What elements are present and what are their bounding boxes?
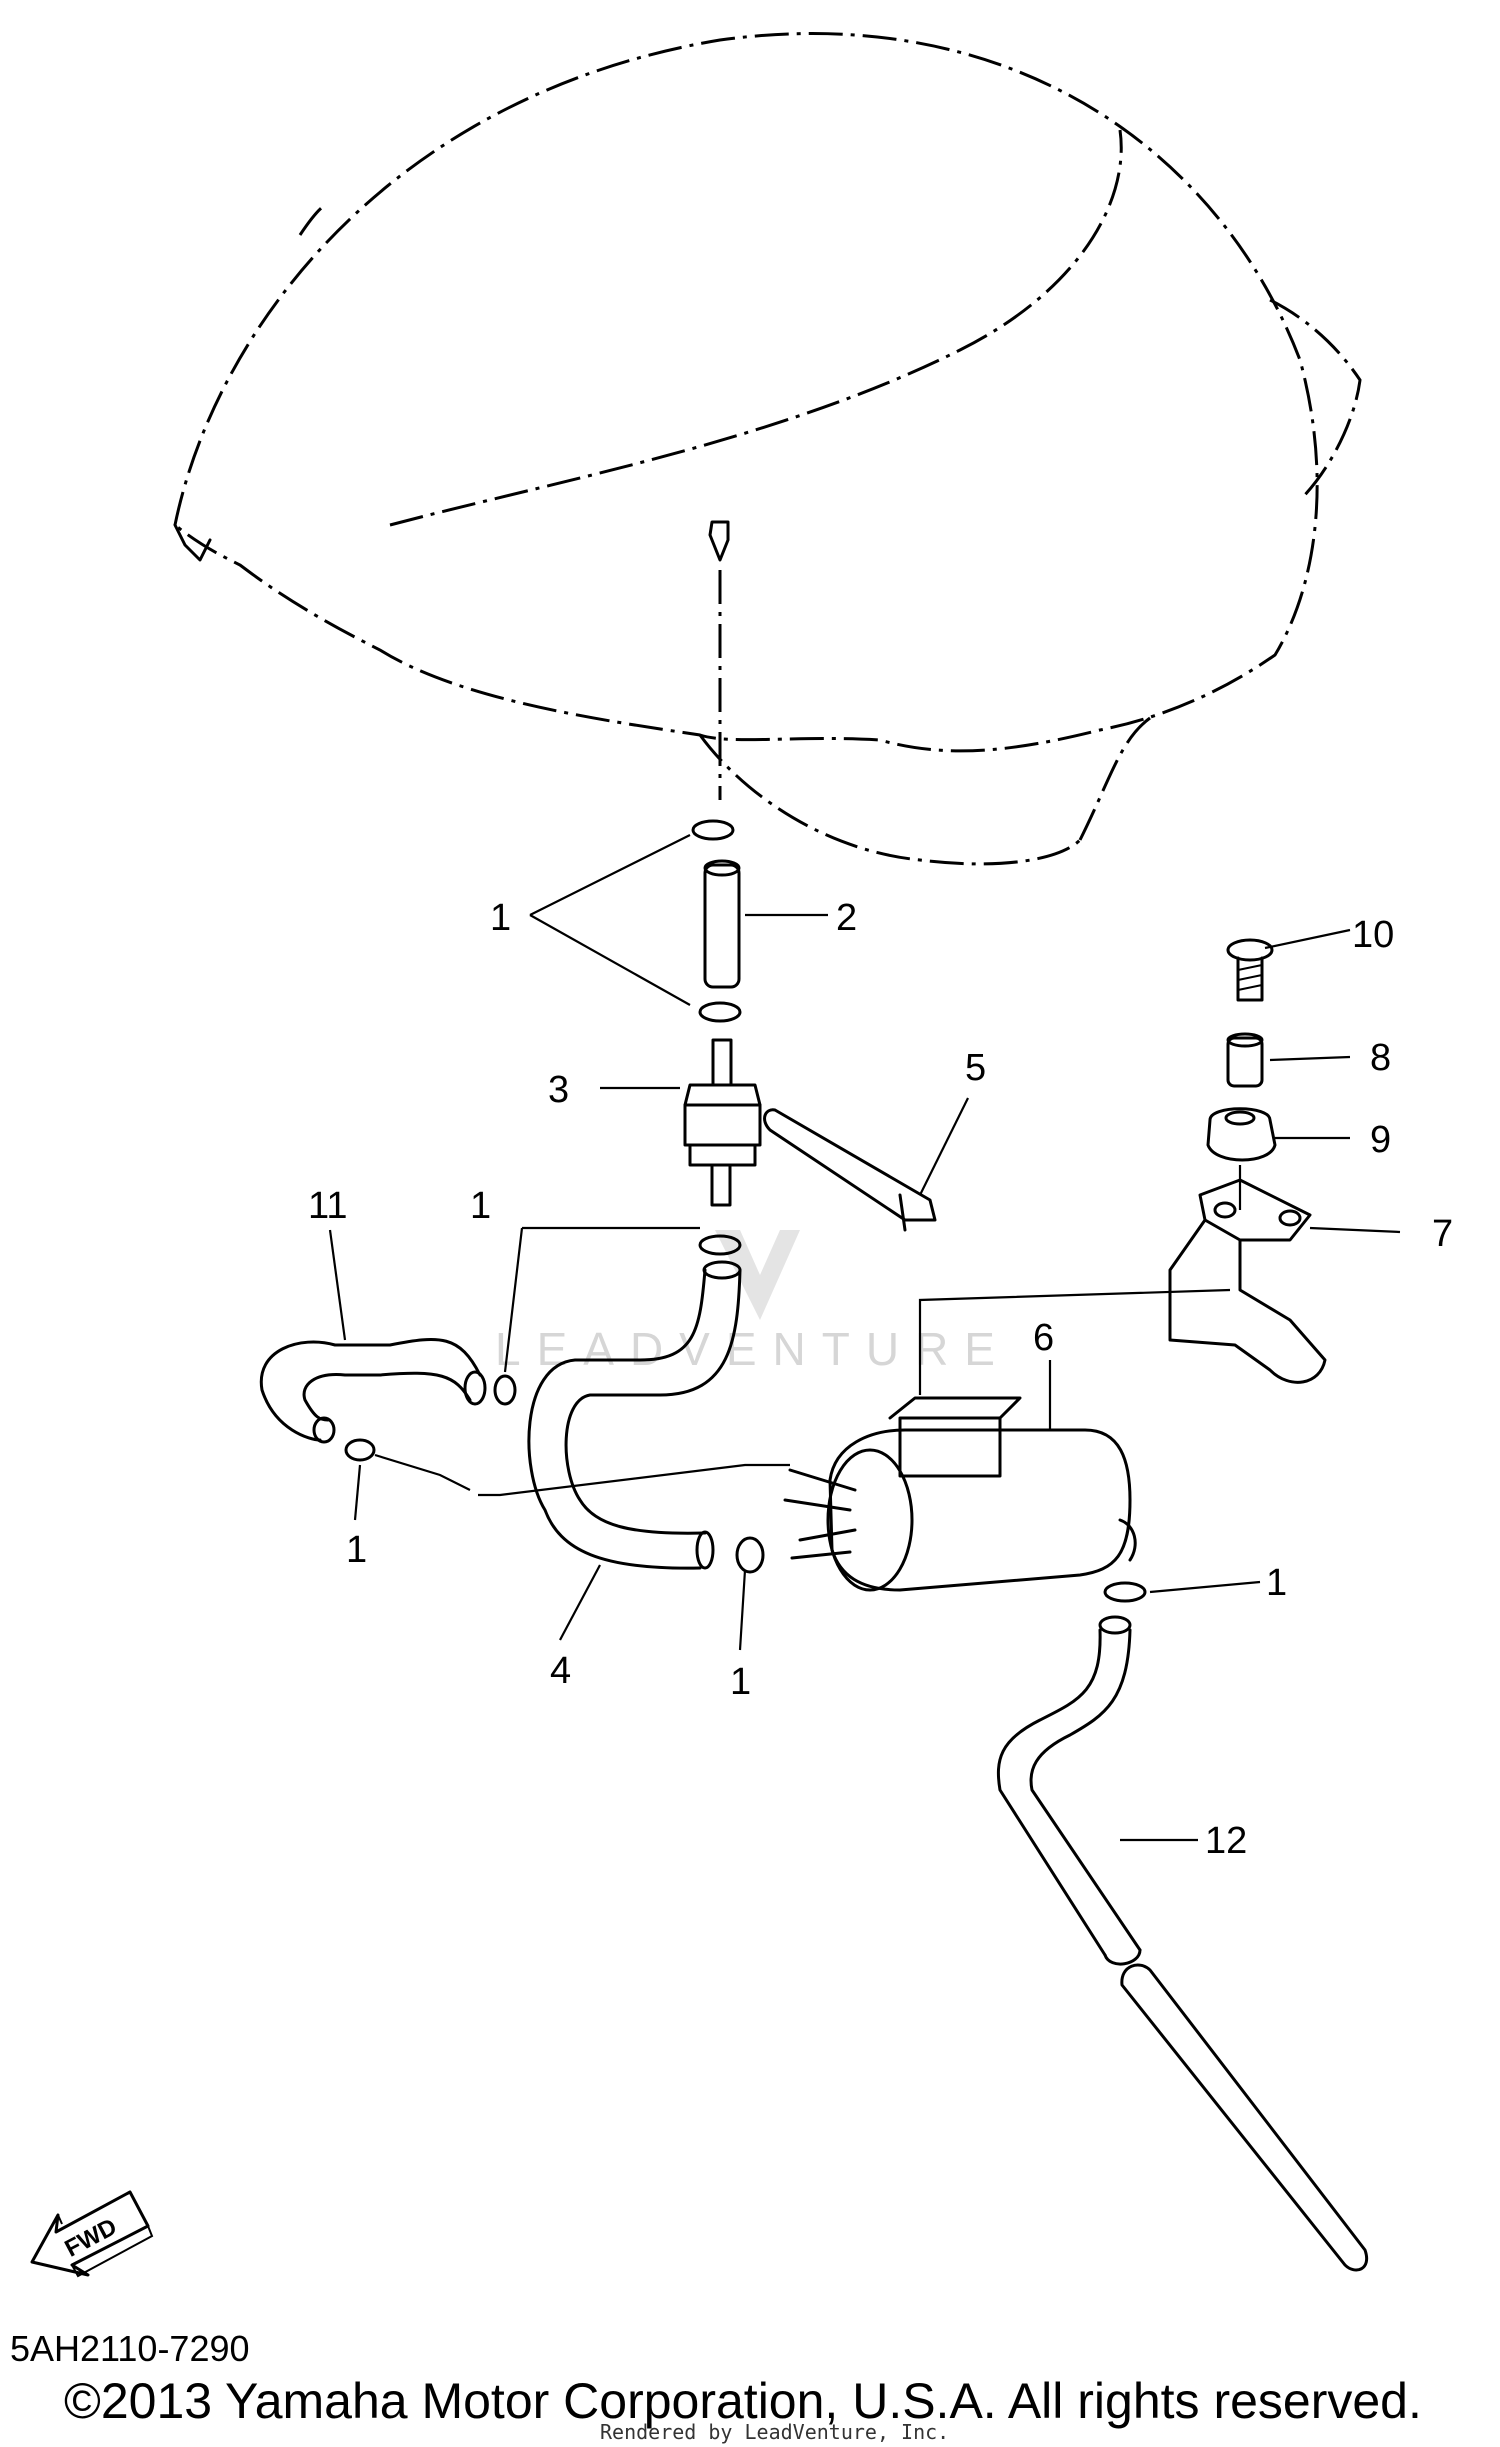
callout-4: 4 — [550, 1650, 571, 1692]
callout-9: 9 — [1370, 1119, 1391, 1161]
clip-top — [691, 819, 735, 841]
watermark-logo-icon — [715, 1230, 800, 1320]
callout-1-left: 1 — [346, 1529, 367, 1571]
watermark: LEADVENTURE — [495, 1230, 1011, 1375]
clip-right — [1103, 1581, 1147, 1603]
leader-lines — [328, 834, 1401, 1842]
clip-parts — [344, 819, 1147, 1603]
band-part — [763, 1108, 937, 1232]
fwd-arrow-icon: FWD — [30, 2190, 154, 2278]
bolt-head — [1226, 938, 1274, 962]
bracket-part — [1168, 1178, 1327, 1384]
callout-8: 8 — [1370, 1037, 1391, 1079]
copyright-notice: ©2013 Yamaha Motor Corporation, U.S.A. A… — [64, 2373, 1422, 2429]
clip-center-lower — [735, 1536, 765, 1574]
callout-6: 6 — [1033, 1317, 1054, 1359]
fuel-tank-outline — [173, 32, 1362, 866]
hose-part-4 — [527, 1260, 742, 1570]
callout-10: 10 — [1352, 914, 1394, 956]
short-hose-part — [703, 859, 741, 989]
mounting-hardware — [1206, 938, 1277, 1210]
callout-3: 3 — [548, 1069, 569, 1111]
callout-1-mid: 1 — [470, 1185, 491, 1227]
callout-1-center: 1 — [730, 1661, 751, 1703]
part-code: 5AH2110-7290 — [10, 2328, 250, 2369]
hose-part-11 — [259, 1338, 487, 1444]
callout-labels: 1 2 3 5 1 11 6 10 8 9 7 1 4 1 1 12 — [308, 897, 1453, 1862]
fuel-filter-part — [683, 1038, 762, 1207]
clip-middle — [698, 1234, 742, 1256]
canister-part — [783, 1396, 1137, 1592]
callout-11: 11 — [308, 1185, 347, 1227]
clip-left-lower — [344, 1438, 376, 1462]
callout-7: 7 — [1432, 1213, 1453, 1255]
rendered-by-note: Rendered by LeadVenture, Inc. — [600, 2420, 950, 2444]
watermark-text: LEADVENTURE — [495, 1323, 1011, 1375]
clip-left-hose — [493, 1374, 517, 1406]
callout-1-right: 1 — [1266, 1562, 1287, 1604]
callout-12: 12 — [1205, 1820, 1247, 1862]
callout-1-top: 1 — [490, 897, 511, 939]
collar — [1226, 1036, 1264, 1088]
callout-5: 5 — [965, 1047, 986, 1089]
callout-2: 2 — [836, 897, 857, 939]
grommet — [1206, 1107, 1277, 1162]
hose-part-12 — [996, 1615, 1369, 2272]
clip-upper — [698, 1001, 742, 1023]
